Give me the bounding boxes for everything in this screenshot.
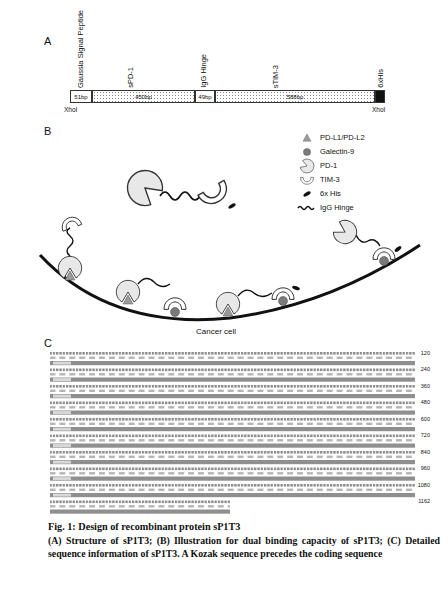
segment-label: 6xHis [377,69,385,88]
segment-label: Gaussia Signal Peptide [77,10,85,88]
segment-length: 51bp [71,91,91,102]
panel-letter: B [44,126,51,137]
tim3-symbol [272,288,294,300]
row-number: 120 [400,351,430,357]
pd1-symbol [120,163,167,211]
his-tag-symbol [228,202,237,209]
tim3-symbol [301,177,314,184]
hinge-symbol [160,192,200,200]
legend-text: IgG Hinge [320,204,354,212]
hinge-symbol [298,207,314,210]
dna-segment: IgG Hinge49bp [195,90,215,103]
bound-molecules [58,214,402,316]
sequence-line [50,501,230,504]
galectin-circle [303,148,310,155]
hinge-symbol [238,290,272,296]
legend-text: Galectin-9 [320,148,354,156]
restriction-site: XhoI [64,107,77,114]
pd1-symbol [299,157,316,175]
segment-label: sPD-1 [127,67,135,88]
legend-icons [298,134,316,210]
restriction-site: XhoI [372,107,385,114]
sequence-row [50,451,415,464]
pd1-symbol [216,292,239,314]
dna-segment: sTIM-3588bp [215,90,375,103]
hinge-symbol [138,278,170,286]
legend-text: 6x His [320,190,341,198]
hinge-symbol [356,235,380,246]
tim3-symbol [373,248,395,260]
figure-title: Fig. 1: Design of recombinant protein sP… [48,521,440,533]
sequence-row [50,435,415,448]
feature-bar [50,510,230,514]
sequence-row [50,369,415,382]
segment-label: sTIM-3 [272,65,280,88]
sequence-row [50,484,415,497]
sequence-row [50,385,415,398]
sequence-row [50,418,415,431]
sequence-row [50,468,415,481]
segment-length: 49bp [196,91,214,102]
galectin-circle [380,257,389,266]
row-number: 1080 [400,483,430,489]
cell-label: Cancer cell [196,328,236,336]
tim3-symbol [59,214,81,231]
sequence-rows [50,352,415,514]
sequence-row [50,402,415,415]
dna-segment: 6xHis [375,90,385,103]
legend-text: TIM-3 [320,176,340,184]
sequence-line [50,505,230,507]
hinge-symbol [67,228,73,256]
row-number: 480 [400,400,430,406]
sequence-row [50,352,415,365]
pd1-symbol [331,217,361,248]
his-tag-symbol [303,190,312,197]
free-molecule [120,163,236,211]
legend-text: PD-L1/PD-L2 [320,134,365,142]
his-tag-symbol [292,285,301,291]
dna-segment: Gaussia Signal Peptide51bp [70,90,92,103]
ligand-triangle [303,134,311,141]
row-number: 360 [400,384,430,390]
row-number: 960 [400,466,430,472]
pd1-symbol [58,256,81,278]
segment-label: IgG Hinge [200,54,208,88]
his-tag-symbol [394,245,402,253]
row-number: 1162 [400,499,430,505]
panel-letter: A [44,36,51,47]
figure-caption: (A) Structure of sP1T3; (B) Illustration… [48,535,440,560]
row-number: 720 [400,433,430,439]
segment-length: 450bp [93,91,194,102]
tim3-symbol [198,180,232,209]
galectin-circle [171,308,180,317]
row-number: 600 [400,417,430,423]
segment-length: 588bp [216,91,374,102]
cell-membrane [40,245,420,320]
tim3-symbol [164,298,186,310]
pd1-symbol [116,280,139,302]
dna-segment: sPD-1450bp [92,90,195,103]
galectin-circle [279,297,288,306]
legend-text: PD-1 [320,162,337,170]
panel-letter: C [44,338,52,349]
row-number: 840 [400,450,430,456]
row-number: 240 [400,367,430,373]
